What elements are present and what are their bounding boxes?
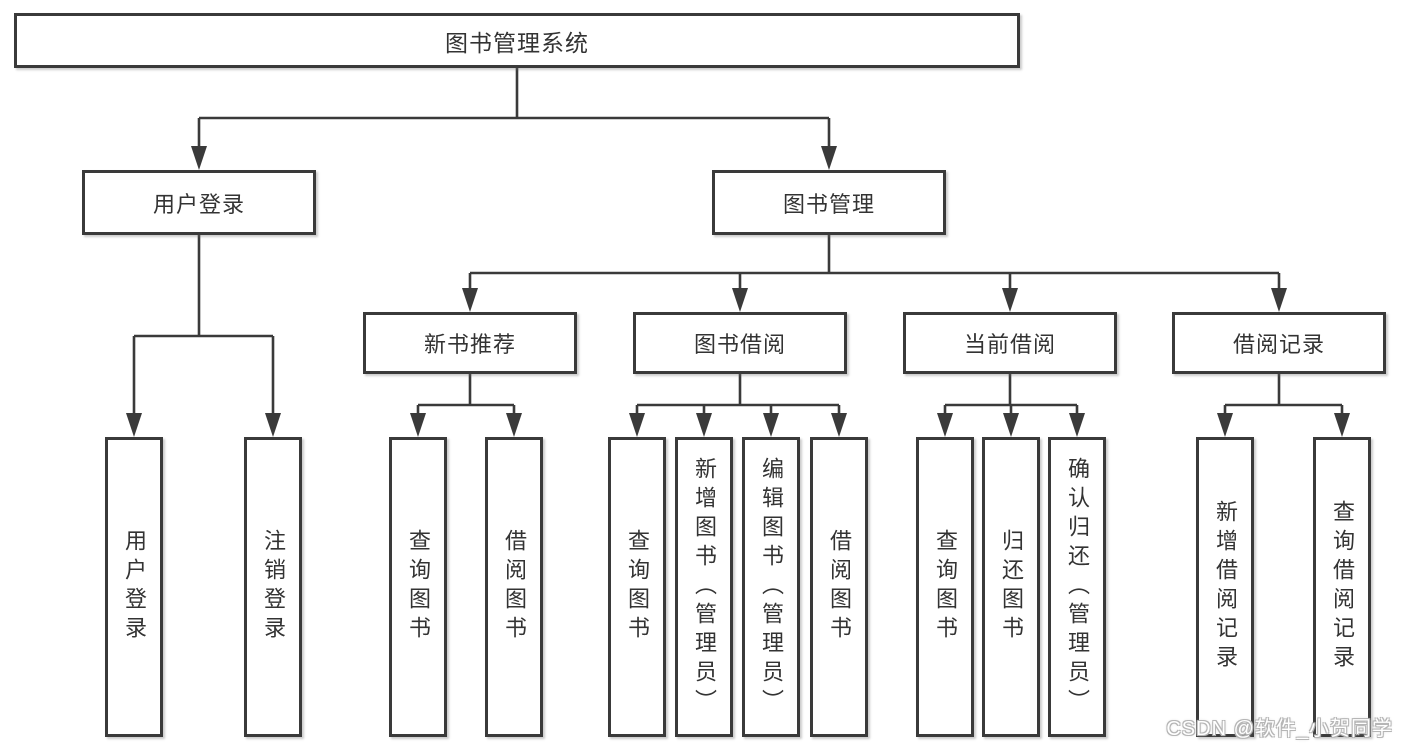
- node-label: 借阅记录: [1232, 332, 1325, 357]
- node-book-borrow: 图书借阅: [633, 312, 847, 374]
- arrowhead: [1003, 413, 1019, 437]
- node-label: 归还图书: [999, 529, 1024, 645]
- node-label: 图书管理: [782, 191, 875, 217]
- node-label: 用户登录: [152, 191, 245, 217]
- node-label: 借阅图书: [502, 529, 527, 645]
- connector-current-borrow-branch: [943, 374, 1079, 417]
- csdn-watermark: CSDN @软件_小贺同学: [1166, 718, 1393, 740]
- node-current-borrow: 当前借阅: [903, 312, 1117, 374]
- node-label: 查询图书: [625, 529, 650, 645]
- connector-book-borrow-branch: [635, 374, 841, 417]
- node-label: 图书管理系统: [445, 29, 589, 56]
- node-label: 当前借阅: [963, 332, 1056, 357]
- node-label: 查询图书: [406, 529, 431, 645]
- arrowhead: [410, 413, 426, 437]
- node-borrow-records: 借阅记录: [1172, 312, 1386, 374]
- arrowhead: [1271, 288, 1287, 312]
- leaf-borrow-books: 借阅图书: [810, 437, 868, 737]
- leaf-confirm-return-admin: 确认归还（管理员）: [1048, 437, 1106, 737]
- arrowhead: [126, 413, 142, 437]
- leaf-query-books-borrow: 查询图书: [608, 437, 666, 737]
- arrowhead: [696, 413, 712, 437]
- connector-root-to-level2: [197, 68, 831, 150]
- node-label: 查询图书: [933, 529, 958, 645]
- arrowhead: [732, 288, 748, 312]
- leaf-query-borrow-record: 查询借阅记录: [1313, 437, 1371, 737]
- arrowhead: [1217, 413, 1233, 437]
- arrowhead: [462, 288, 478, 312]
- node-label: 新增图书（管理员）: [692, 456, 717, 718]
- leaf-edit-book-admin: 编辑图书（管理员）: [742, 437, 800, 737]
- arrowhead: [265, 413, 281, 437]
- arrowheads: [126, 146, 1350, 437]
- node-label: 注销登录: [261, 529, 286, 645]
- leaf-query-books-current: 查询图书: [916, 437, 974, 737]
- arrowhead: [191, 146, 207, 170]
- arrowhead: [821, 146, 837, 170]
- leaf-query-books-recommend: 查询图书: [389, 437, 447, 737]
- node-label: 查询借阅记录: [1330, 500, 1355, 674]
- node-label: 借阅图书: [827, 529, 852, 645]
- node-root-library-management-system: 图书管理系统: [14, 13, 1020, 68]
- node-label: 编辑图书（管理员）: [759, 456, 784, 718]
- node-book-management: 图书管理: [712, 170, 946, 235]
- connector-borrow-records-branch: [1223, 374, 1344, 417]
- arrowhead: [629, 413, 645, 437]
- leaf-borrow-books-recommend: 借阅图书: [485, 437, 543, 737]
- node-new-book-recommend: 新书推荐: [363, 312, 577, 374]
- arrowhead: [506, 413, 522, 437]
- arrowhead: [1002, 288, 1018, 312]
- node-label: 用户登录: [122, 529, 147, 645]
- connector-user-login-branch: [132, 235, 275, 417]
- leaf-return-book: 归还图书: [982, 437, 1040, 737]
- arrowhead: [1069, 413, 1085, 437]
- node-label: 新书推荐: [423, 332, 516, 357]
- leaf-user-login: 用户登录: [105, 437, 163, 737]
- arrowhead: [1334, 413, 1350, 437]
- leaf-logout: 注销登录: [244, 437, 302, 737]
- arrowhead: [763, 413, 779, 437]
- connector-book-management-to-level3: [468, 235, 1281, 292]
- node-label: 新增借阅记录: [1213, 500, 1238, 674]
- arrowhead: [937, 413, 953, 437]
- leaf-add-book-admin: 新增图书（管理员）: [675, 437, 733, 737]
- node-label: 确认归还（管理员）: [1065, 456, 1090, 718]
- arrowhead: [831, 413, 847, 437]
- leaf-add-borrow-record: 新增借阅记录: [1196, 437, 1254, 737]
- node-user-login: 用户登录: [82, 170, 316, 235]
- node-label: 图书借阅: [693, 332, 786, 357]
- connector-new-book-branch: [416, 374, 516, 417]
